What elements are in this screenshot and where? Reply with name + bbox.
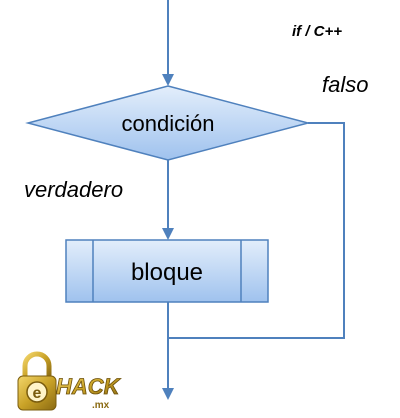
padlock-icon: e xyxy=(17,351,57,411)
logo-sub-text: .mx xyxy=(92,400,110,411)
logo-main-text: HACK xyxy=(56,374,122,399)
block-rect xyxy=(65,239,269,303)
true-branch-label: verdadero xyxy=(24,177,123,202)
condition-node: condición xyxy=(25,85,311,161)
exit-arrow xyxy=(162,302,174,400)
block-node: bloque xyxy=(65,239,269,303)
false-branch-label: falso xyxy=(322,72,368,97)
condition-label: condición xyxy=(122,111,215,136)
ehack-logo: e HACK .mx xyxy=(17,351,122,411)
true-branch-arrow xyxy=(162,160,174,240)
block-label: bloque xyxy=(131,259,203,286)
svg-text:e: e xyxy=(33,385,42,402)
entry-arrow xyxy=(162,0,174,86)
false-branch-line xyxy=(168,122,345,339)
diagram-title: if / C++ xyxy=(292,23,342,40)
